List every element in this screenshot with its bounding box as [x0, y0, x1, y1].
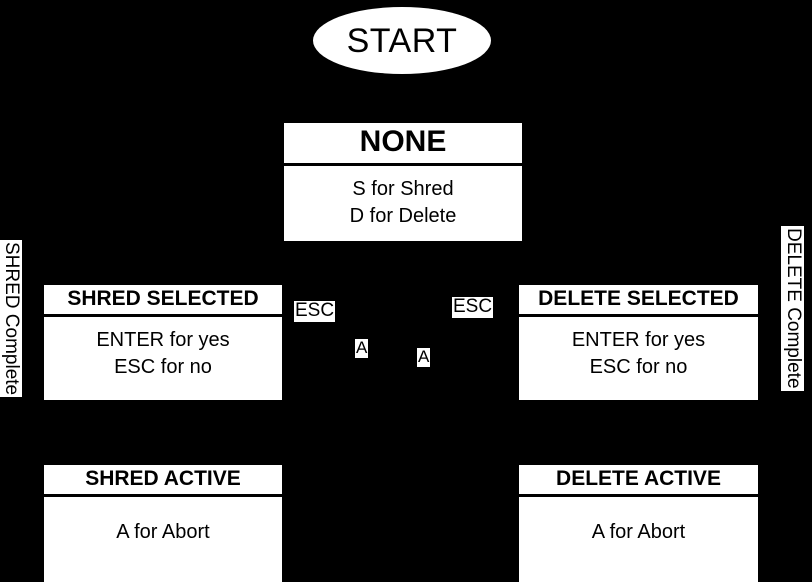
connector-none-to-delete-selected [519, 241, 522, 285]
state-title-row-shred-selected: SHRED SELECTED [44, 285, 282, 314]
state-line-delete-selected-0: ENTER for yes [571, 329, 706, 352]
start-node-label: START [346, 21, 458, 60]
state-title-delete-selected: DELETE SELECTED [538, 287, 739, 310]
state-divider-shred-active [44, 494, 282, 498]
state-divider-delete-active [519, 494, 758, 498]
state-body-none: S for Shred D for Delete [284, 166, 522, 242]
state-title-row-delete-active: DELETE ACTIVE [519, 465, 758, 494]
state-node-delete-active[interactable]: DELETE ACTIVE A for Abort [519, 465, 758, 582]
connector-delete-selected-to-active [519, 400, 522, 465]
state-title-row-delete-selected: DELETE SELECTED [519, 285, 758, 314]
edge-label-shred-complete: SHRED Complete [0, 240, 22, 398]
edge-label-abort-right: A [417, 347, 431, 367]
state-line-shred-active-0: A for Abort [116, 521, 210, 544]
state-divider-delete-selected [519, 314, 758, 318]
state-title-shred-active: SHRED ACTIVE [85, 467, 241, 490]
state-divider-shred-selected [44, 314, 282, 318]
state-line-delete-selected-1: ESC for no [589, 356, 688, 379]
state-title-none: NONE [359, 125, 447, 158]
connector-delete-active-return [758, 340, 780, 343]
state-title-shred-selected: SHRED SELECTED [67, 287, 259, 310]
state-title-delete-active: DELETE ACTIVE [556, 467, 721, 490]
connector-shred-active-return [22, 340, 44, 343]
connector-start-to-none [401, 73, 404, 123]
state-body-delete-selected: ENTER for yes ESC for no [519, 317, 758, 400]
state-title-row-shred-active: SHRED ACTIVE [44, 465, 282, 494]
state-node-shred-active[interactable]: SHRED ACTIVE A for Abort [44, 465, 282, 582]
state-node-none[interactable]: NONE S for Shred D for Delete [284, 123, 522, 241]
state-line-none-1: D for Delete [349, 204, 457, 227]
edge-label-delete-complete: DELETE Complete [781, 226, 804, 391]
state-line-shred-selected-1: ESC for no [114, 356, 212, 379]
state-title-row-none: NONE [284, 123, 522, 163]
state-body-delete-active: A for Abort [519, 497, 758, 582]
start-node[interactable]: START [313, 7, 491, 74]
state-node-shred-selected[interactable]: SHRED SELECTED ENTER for yes ESC for no [44, 285, 282, 400]
connector-none-to-shred-selected [281, 241, 284, 285]
connector-shred-selected-to-active [281, 400, 284, 465]
state-divider-none [284, 162, 522, 166]
state-body-shred-selected: ENTER for yes ESC for no [44, 317, 282, 400]
edge-label-esc-left: ESC [294, 300, 336, 322]
state-node-delete-selected[interactable]: DELETE SELECTED ENTER for yes ESC for no [519, 285, 758, 400]
edge-label-esc-right: ESC [452, 296, 494, 318]
edge-label-abort-left: A [355, 338, 369, 358]
state-line-shred-selected-0: ENTER for yes [96, 329, 230, 352]
state-line-none-0: S for Shred [352, 177, 454, 200]
state-body-shred-active: A for Abort [44, 497, 282, 582]
state-line-delete-active-0: A for Abort [591, 521, 686, 544]
